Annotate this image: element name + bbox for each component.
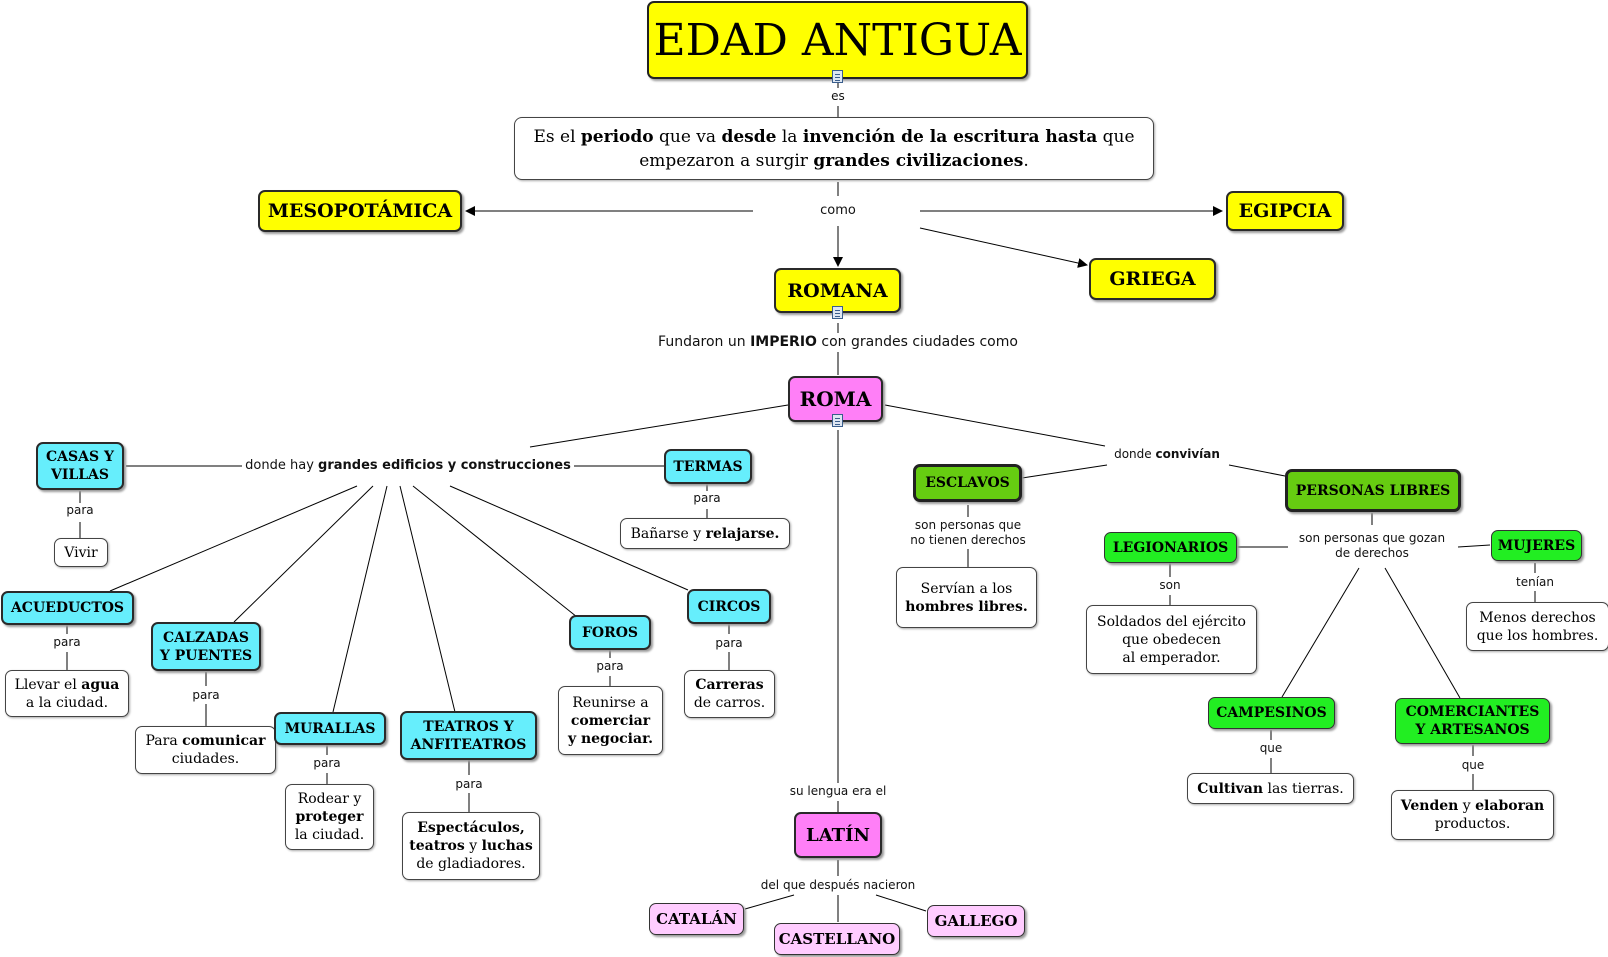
campesinos-node[interactable]: CAMPESINOS: [1208, 697, 1335, 729]
vivir-node[interactable]: Vivir: [54, 538, 108, 567]
link-como: como: [820, 203, 856, 218]
link-para-murallas: para: [313, 756, 341, 770]
link-para-vivir: para: [66, 503, 94, 517]
link-para-calzadas: para: [192, 688, 220, 702]
link-son: son: [1159, 578, 1181, 592]
link-que-comerciantes: que: [1461, 758, 1485, 772]
link-donde-hay: donde hay grandes edificios y construcci…: [245, 458, 571, 473]
link-es: es: [831, 89, 845, 103]
link-que-campesinos: que: [1259, 741, 1283, 755]
link-para-foros: para: [596, 659, 624, 673]
link-su-lengua: su lengua era el: [789, 784, 887, 798]
latin-node[interactable]: LATÍN: [794, 812, 882, 858]
esclavos-node[interactable]: ESCLAVOS: [913, 464, 1022, 502]
link-donde-conviven: donde convivían: [1114, 447, 1220, 461]
link-fundaron: Fundaron un IMPERIO con grandes ciudades…: [658, 334, 1018, 350]
acueductos-node[interactable]: ACUEDUCTOS: [1, 591, 134, 625]
castellano-node[interactable]: CASTELLANO: [774, 923, 900, 955]
circos-node[interactable]: CIRCOS: [687, 589, 771, 624]
banarse-node[interactable]: Bañarse y relajarse.: [620, 518, 790, 549]
title-node[interactable]: EDAD ANTIGUA: [647, 1, 1028, 79]
catalan-node[interactable]: CATALÁN: [649, 903, 744, 935]
griega-node[interactable]: GRIEGA: [1089, 258, 1216, 300]
document-icon[interactable]: [832, 306, 843, 319]
link-para-acueductos: para: [53, 635, 81, 649]
cultivan-node[interactable]: Cultivan las tierras.: [1187, 773, 1354, 804]
mujeres-node[interactable]: MUJERES: [1491, 530, 1582, 561]
gallego-node[interactable]: GALLEGO: [927, 905, 1025, 937]
legionarios-node[interactable]: LEGIONARIOS: [1104, 532, 1237, 563]
link-para-termas: para: [693, 491, 721, 505]
personas-libres-node[interactable]: PERSONAS LIBRES: [1285, 469, 1461, 512]
roma-node[interactable]: ROMA: [788, 376, 883, 422]
murallas-node[interactable]: MURALLAS: [274, 712, 386, 745]
link-tenian: tenían: [1516, 575, 1554, 589]
termas-node[interactable]: TERMAS: [664, 449, 752, 484]
link-para-teatros: para: [455, 777, 483, 791]
romana-node[interactable]: ROMANA: [774, 268, 901, 313]
title-text: EDAD ANTIGUA: [653, 14, 1022, 66]
mesopotamica-node[interactable]: MESOPOTÁMICA: [258, 190, 462, 232]
foros-node[interactable]: FOROS: [569, 615, 651, 650]
link-del-que: del que después nacieron: [760, 878, 916, 892]
definition-node[interactable]: Es el periodo que va desde la invención …: [514, 117, 1154, 180]
document-icon[interactable]: [832, 414, 843, 427]
link-para-circos: para: [715, 636, 743, 650]
document-icon[interactable]: [832, 70, 843, 83]
egipcia-node[interactable]: EGIPCIA: [1226, 191, 1344, 231]
